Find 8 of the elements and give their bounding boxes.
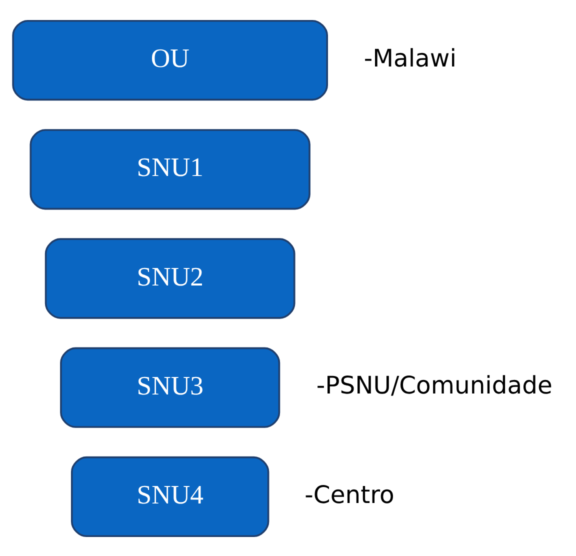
node-box: SNU2: [44, 238, 296, 318]
node-box: SNU1: [30, 128, 310, 210]
node-label: -Malawi: [364, 42, 456, 72]
node-box: OU: [12, 19, 328, 100]
node-box: SNU3: [60, 346, 280, 428]
node-box: SNU4: [70, 456, 270, 537]
node-label: -PSNU/Comunidade: [316, 370, 552, 400]
node-label: -Centro: [304, 479, 394, 508]
